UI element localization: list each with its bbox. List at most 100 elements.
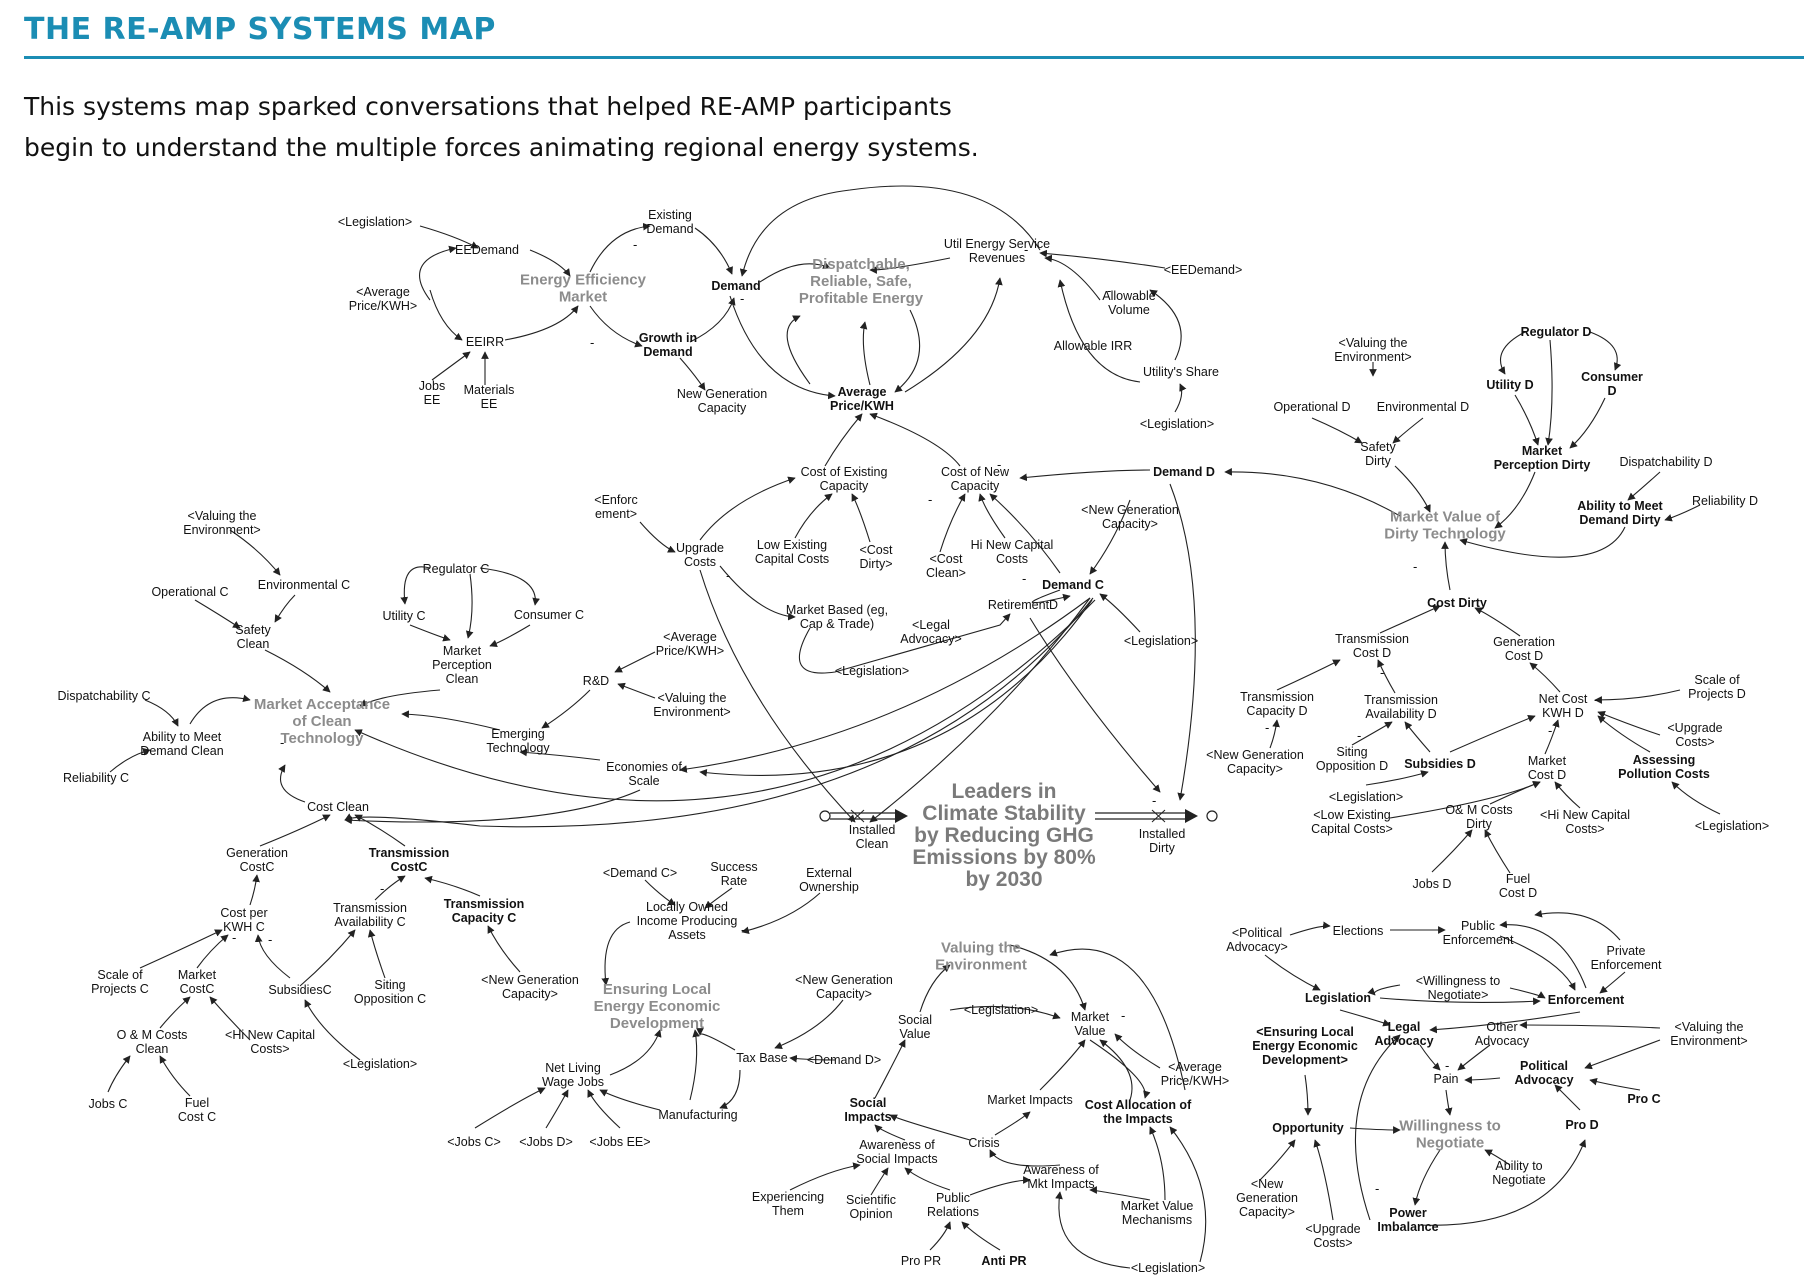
variable-elections: Elections bbox=[1333, 924, 1384, 938]
variable-utilshare: Utility's Share bbox=[1143, 365, 1219, 379]
variable-dispd: Dispatchability D bbox=[1619, 455, 1712, 469]
variable-propr: Pro PR bbox=[901, 1254, 941, 1268]
svg-text:-: - bbox=[633, 237, 637, 252]
variable-leg4: <Legislation> bbox=[1124, 634, 1198, 648]
variable-dispc: Dispatchability C bbox=[57, 689, 150, 703]
variable-allowirr: Allowable IRR bbox=[1054, 339, 1133, 353]
svg-text:-: - bbox=[741, 922, 745, 937]
variable-regc: Regulator C bbox=[423, 562, 490, 576]
svg-text:-: - bbox=[280, 735, 284, 750]
variable-demandc: Demand C bbox=[1042, 578, 1104, 592]
variable-utild: Utility D bbox=[1486, 378, 1533, 392]
stock-flow-pipes bbox=[819, 809, 1218, 823]
causal-links bbox=[107, 185, 1721, 1269]
svg-text:-: - bbox=[380, 881, 384, 896]
polarity-marks: - - - - - - - - - - - - - - - - - - - - … bbox=[232, 237, 1598, 1196]
svg-text:-: - bbox=[232, 930, 236, 945]
variable-taxbase: Tax Base bbox=[736, 1051, 787, 1065]
variable-jobsee2: <Jobs EE> bbox=[589, 1135, 650, 1149]
variable-manuf: Manufacturing bbox=[658, 1108, 737, 1122]
svg-text:-: - bbox=[1594, 692, 1598, 707]
variable-leg2: <Legislation> bbox=[1140, 417, 1214, 431]
variable-leg1: <Legislation> bbox=[338, 215, 412, 229]
variable-opc: Operational C bbox=[151, 585, 228, 599]
variable-legis: Legislation bbox=[1305, 991, 1371, 1005]
variable-crisis: Crisis bbox=[968, 1136, 999, 1150]
variable-leg3: <Legislation> bbox=[835, 664, 909, 678]
svg-text:-: - bbox=[726, 568, 730, 583]
svg-text:-: - bbox=[590, 335, 594, 350]
variable-consc: Consumer C bbox=[514, 608, 584, 622]
variable-leg6: <Legislation> bbox=[1329, 790, 1403, 804]
variable-opd: Operational D bbox=[1273, 400, 1350, 414]
svg-text:-: - bbox=[1380, 665, 1384, 680]
svg-text:-: - bbox=[427, 870, 431, 885]
variable-antipr: Anti PR bbox=[981, 1254, 1026, 1268]
variable-demand: Demand bbox=[711, 279, 760, 293]
variable-regd: Regulator D bbox=[1521, 325, 1592, 339]
variable-proc: Pro C bbox=[1627, 1092, 1660, 1106]
variable-opport: Opportunity bbox=[1272, 1121, 1344, 1135]
variable-prod: Pro D bbox=[1565, 1118, 1598, 1132]
svg-text:-: - bbox=[1437, 1141, 1441, 1156]
svg-text:-: - bbox=[1107, 283, 1111, 298]
svg-text:-: - bbox=[1265, 720, 1269, 735]
variable-eedem2: <EEDemand> bbox=[1164, 263, 1243, 277]
variable-jobsd: Jobs D bbox=[1413, 877, 1452, 891]
variable-mktimp: Market Impacts bbox=[987, 1093, 1072, 1107]
svg-text:-: - bbox=[928, 492, 932, 507]
variable-relc: Reliability C bbox=[63, 771, 129, 785]
intro-text: This systems map sparked conversations t… bbox=[24, 86, 979, 168]
variable-enforc2: Enforcement bbox=[1548, 993, 1625, 1007]
variable-leg8: <Legislation> bbox=[964, 1003, 1038, 1017]
